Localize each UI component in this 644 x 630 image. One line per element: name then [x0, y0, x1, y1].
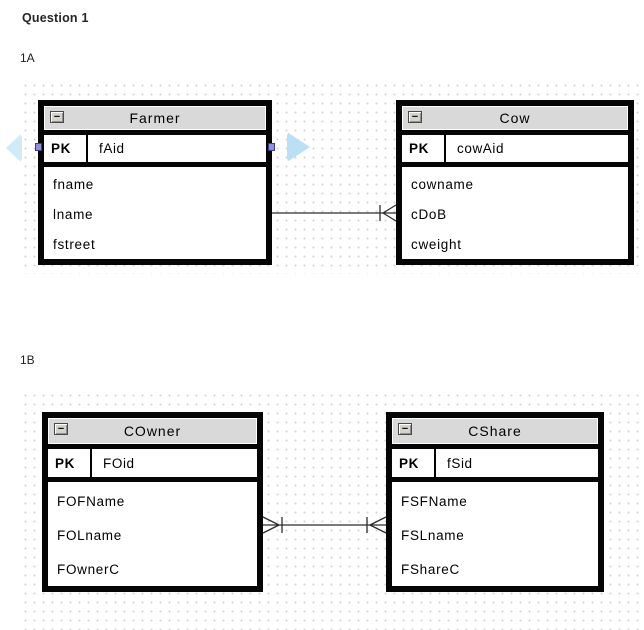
attribute-row: FSFName — [401, 493, 468, 509]
attribute-area: cowname cDoB cweight — [402, 167, 628, 259]
attribute-row: cDoB — [411, 206, 447, 222]
section-label-1b: 1B — [20, 353, 35, 367]
attribute-row: FShareC — [401, 561, 460, 577]
attribute-row: FOFName — [57, 493, 125, 509]
page-title: Question 1 — [22, 11, 89, 25]
attribute-area: FOFName FOLname FOwnerC — [48, 482, 257, 586]
pk-field-name: fSid — [447, 455, 473, 471]
section-label-1a: 1A — [20, 51, 35, 65]
collapse-icon[interactable]: − — [408, 111, 422, 123]
pk-label: PK — [48, 449, 92, 477]
entity-cow-header: − Cow — [403, 107, 627, 129]
attribute-area: fname lname fstreet — [44, 167, 266, 259]
entity-cshare-header: − CShare — [393, 419, 597, 443]
entity-title: Cow — [499, 110, 531, 126]
entity-farmer[interactable]: − Farmer PK fAid fname lname fstreet — [38, 100, 272, 265]
selection-handle[interactable] — [268, 143, 275, 151]
entity-cowner[interactable]: − COwner PK FOid FOFName FOLname FOwnerC — [42, 412, 263, 592]
entity-cow[interactable]: − Cow PK cowAid cowname cDoB cweight — [396, 100, 634, 265]
pk-label: PK — [44, 135, 88, 162]
pk-field-name: FOid — [103, 455, 135, 471]
attribute-row: fname — [53, 176, 95, 192]
attribute-row: FOLname — [57, 527, 122, 543]
attribute-area: FSFName FSLname FShareC — [392, 482, 598, 586]
attribute-row: FOwnerC — [57, 561, 120, 577]
autoconnect-arrow-right-icon[interactable] — [287, 132, 310, 162]
pk-label: PK — [402, 135, 446, 162]
attribute-row: FSLname — [401, 527, 465, 543]
collapse-icon[interactable]: − — [398, 423, 412, 435]
crow-foot-many-icon — [382, 204, 397, 222]
attribute-row: cowname — [411, 176, 474, 192]
primary-key-row: PK fSid — [392, 449, 598, 477]
attribute-row: cweight — [411, 236, 462, 252]
entity-cowner-header: − COwner — [49, 419, 256, 443]
entity-cshare[interactable]: − CShare PK fSid FSFName FSLname FShareC — [386, 412, 604, 592]
primary-key-row: PK FOid — [48, 449, 257, 477]
selection-handle[interactable] — [35, 143, 42, 151]
primary-key-row: PK cowAid — [402, 135, 628, 162]
collapse-icon[interactable]: − — [50, 111, 64, 123]
pk-field-name: fAid — [99, 141, 125, 156]
entity-title: COwner — [123, 423, 182, 439]
autoconnect-arrow-left-icon[interactable] — [6, 133, 22, 163]
relationship-farmer-cow — [272, 204, 397, 222]
pk-label: PK — [392, 449, 436, 477]
relationship-cowner-cshare — [262, 516, 387, 534]
drawing-canvas-1a[interactable]: − Farmer PK fAid fname lname fstreet − C… — [18, 78, 644, 274]
entity-title: Farmer — [129, 110, 181, 126]
drawing-canvas-1b[interactable]: − COwner PK FOid FOFName FOLname FOwnerC… — [18, 388, 644, 630]
primary-key-row: PK fAid — [44, 135, 266, 162]
collapse-icon[interactable]: − — [54, 423, 68, 435]
crow-foot-many-icon — [262, 516, 280, 534]
attribute-row: lname — [53, 206, 94, 222]
entity-title: CShare — [468, 423, 522, 439]
crow-foot-many-icon — [369, 516, 387, 534]
attribute-row: fstreet — [53, 236, 96, 252]
entity-farmer-header: − Farmer — [45, 107, 265, 129]
pk-field-name: cowAid — [457, 141, 505, 156]
